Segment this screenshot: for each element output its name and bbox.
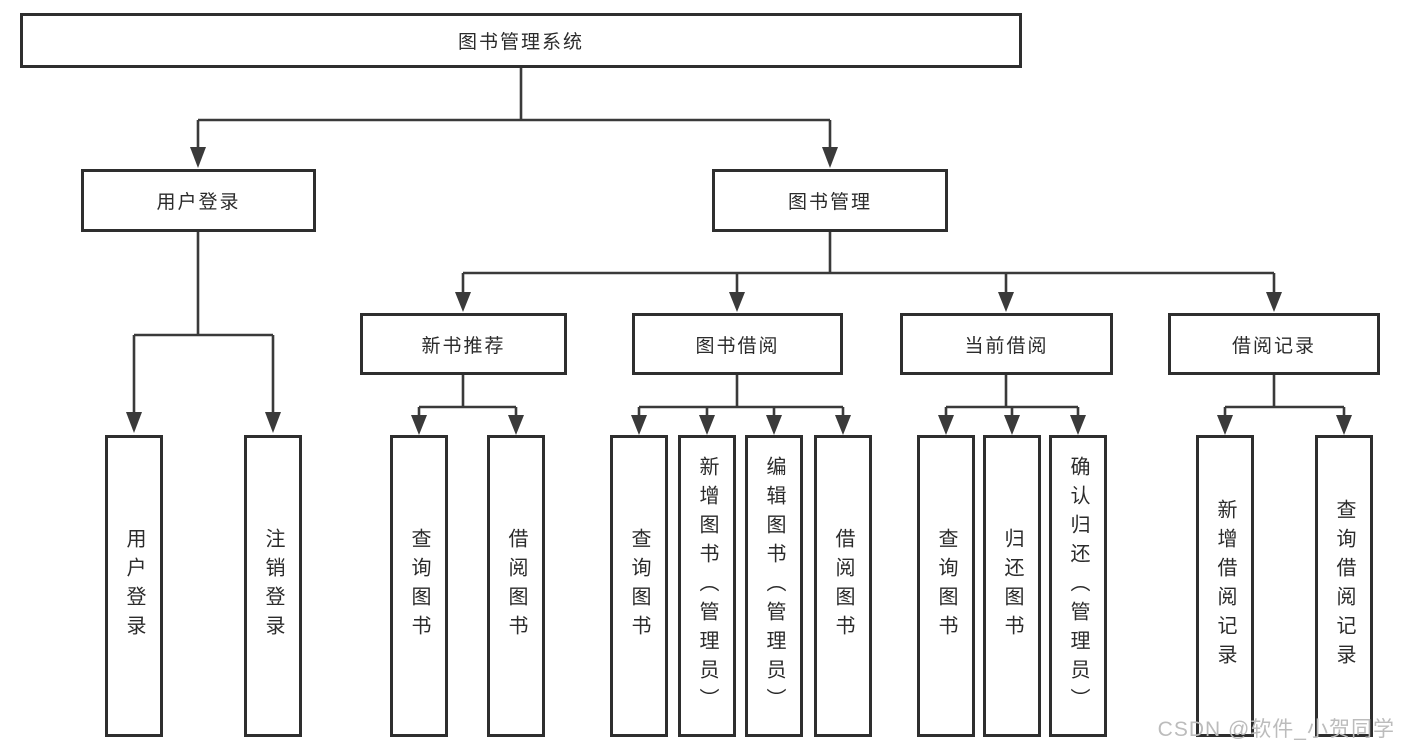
leaf-label: 查询图书: [628, 528, 650, 644]
leaf-label: 新增借阅记录: [1214, 499, 1236, 673]
node-label: 当前借阅: [964, 335, 1049, 357]
edge-newbook-branch: [417, 375, 518, 417]
node-new-book-recommendation: 新书推荐: [360, 313, 567, 375]
leaf-confirm-return-admin: 确认归还（管理员）: [1049, 435, 1107, 737]
node-library-management-system: 图书管理系统: [20, 13, 1022, 68]
leaf-label: 借阅图书: [832, 528, 854, 644]
edge-userlogin-branch: [132, 232, 275, 413]
edge-bookborrow-branch: [637, 375, 845, 417]
leaf-user-login: 用户登录: [105, 435, 163, 737]
leaf-label: 用户登录: [123, 528, 145, 644]
node-label: 图书管理系统: [457, 32, 584, 53]
leaf-add-borrow-record: 新增借阅记录: [1196, 435, 1254, 737]
csdn-watermark: CSDN @软件_小贺同学: [1157, 718, 1395, 741]
leaf-borrow-books: 借阅图书: [814, 435, 872, 737]
leaf-label: 归还图书: [1001, 528, 1023, 644]
edge-borrowrecords-branch: [1223, 375, 1346, 417]
leaf-borrow-books: 借阅图书: [487, 435, 545, 737]
node-label: 图书管理: [787, 192, 872, 213]
leaf-label: 注销登录: [262, 528, 284, 644]
node-user-login: 用户登录: [81, 169, 316, 232]
leaf-edit-book-admin: 编辑图书（管理员）: [745, 435, 803, 737]
leaf-label: 查询图书: [408, 528, 430, 644]
leaf-label: 新增图书（管理员）: [696, 455, 718, 717]
leaf-query-books: 查询图书: [917, 435, 975, 737]
node-label: 图书借阅: [695, 335, 780, 357]
leaf-add-book-admin: 新增图书（管理员）: [678, 435, 736, 737]
leaf-label: 查询图书: [935, 528, 957, 644]
node-current-borrowing: 当前借阅: [900, 313, 1113, 375]
node-book-management: 图书管理: [712, 169, 948, 232]
leaf-label: 查询借阅记录: [1333, 499, 1355, 673]
leaf-query-books: 查询图书: [610, 435, 668, 737]
edge-currentborrow-branch: [944, 375, 1080, 417]
edge-root-to-level2: [196, 68, 832, 149]
arrowheads: [126, 147, 1352, 435]
leaf-return-book: 归还图书: [983, 435, 1041, 737]
node-label: 用户登录: [156, 192, 241, 213]
leaf-label: 编辑图书（管理员）: [763, 455, 785, 717]
leaf-label: 借阅图书: [505, 528, 527, 644]
leaf-query-borrow-record: 查询借阅记录: [1315, 435, 1373, 737]
leaf-logout: 注销登录: [244, 435, 302, 737]
edge-paths: [132, 68, 1346, 417]
node-book-borrowing: 图书借阅: [632, 313, 843, 375]
node-label: 借阅记录: [1231, 335, 1316, 357]
node-borrowing-records: 借阅记录: [1168, 313, 1380, 375]
leaf-query-books: 查询图书: [390, 435, 448, 737]
leaf-label: 确认归还（管理员）: [1067, 455, 1089, 717]
edge-bookmgmt-to-level3: [461, 232, 1276, 294]
node-label: 新书推荐: [421, 335, 506, 357]
